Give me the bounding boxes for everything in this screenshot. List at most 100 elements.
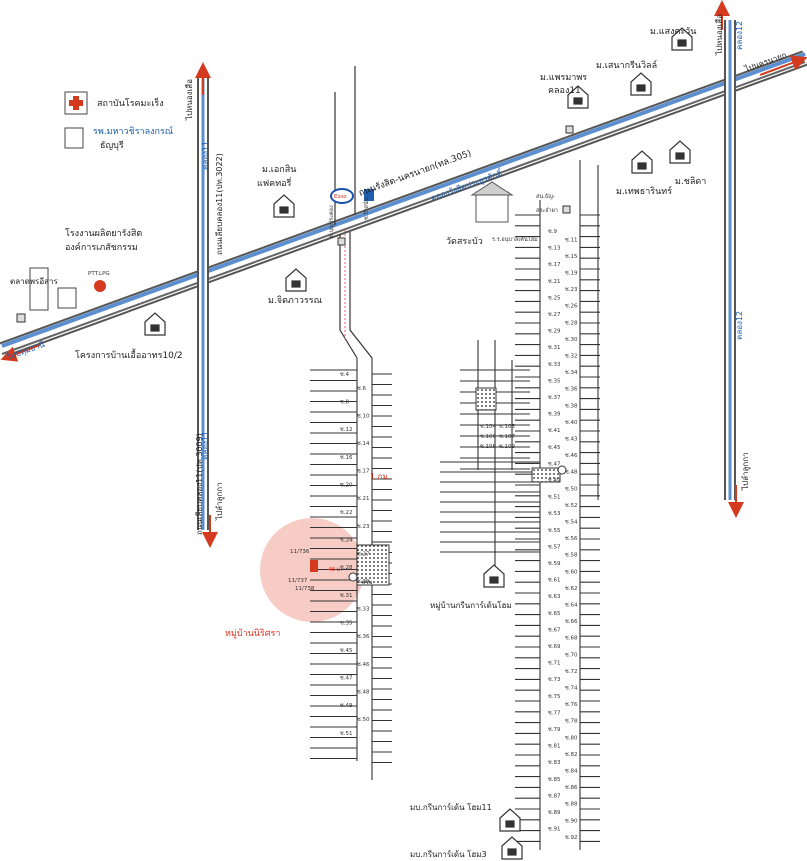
soi-label: ซ.41: [548, 427, 560, 434]
soi-label: ซ.38: [565, 402, 578, 409]
dotted-block-mid: [475, 387, 497, 411]
plot1-label: 11/736: [290, 549, 310, 555]
canal11-lower-label: คลอง11: [201, 431, 210, 460]
soi-label: ซ.16: [340, 454, 353, 461]
jitphawan-label: ม.จิตภาวรรณ: [268, 295, 322, 306]
soi-label: ซ.88: [565, 801, 578, 808]
soi-boonprakong-label: ซ.บุญประคอง: [328, 205, 335, 238]
soi-label: ซ.65: [548, 610, 561, 617]
soi-label: ซ.67: [548, 626, 561, 633]
soi-label: ซ.51: [340, 730, 352, 737]
soi-label: ซ.43: [565, 436, 578, 443]
green-home3-label: มบ.กรีนการ์เด้น โฮม3: [410, 849, 487, 859]
to-lam-luk-ka-right-label: ไปลำลูกกา: [741, 452, 751, 491]
factory2-label: องค์การเภสัชกรรม: [65, 241, 138, 253]
park-block: [356, 544, 390, 586]
soi-label: ซ.34: [565, 369, 578, 376]
soi-label: ซ.55: [548, 527, 561, 534]
soi-label: ซ.84: [565, 768, 578, 775]
soi-label: ซ.47: [340, 675, 353, 682]
soi-label: ซ.45: [340, 647, 353, 654]
soi-label: ซ.46: [357, 661, 370, 668]
house-icon: [273, 194, 295, 218]
soi-label: ซ.82: [565, 751, 577, 758]
soi-label: ซ.27: [357, 550, 370, 557]
soi-boonprakong-road: [334, 66, 373, 359]
soi-bueng-san-label: ซ.บึงสนั่น: [362, 197, 370, 220]
soi-label: ซ.29: [357, 578, 370, 585]
soi-label: ซ.15: [565, 253, 578, 260]
soi-label: ซ.106: [480, 433, 496, 440]
soi-label: ซ.105: [499, 423, 515, 430]
soi-label: ซ.104: [480, 423, 496, 430]
soi-label: ซ.60: [565, 568, 578, 575]
soi-label: ซ.14: [357, 440, 370, 447]
soi-label: ซ.54: [565, 519, 578, 526]
soi-label: ซ.83: [548, 759, 561, 766]
to-nong-suea-label: ไปหนองเสือ: [185, 79, 194, 121]
to-nong-suea-right-label: ไปหนองเสือ: [715, 14, 724, 56]
house-icon: [631, 150, 653, 174]
soi-label: ซ.28: [340, 564, 353, 571]
village-nirisara-label: หมู่บ้านนิริศรา: [225, 628, 280, 639]
house-icon: [285, 268, 307, 292]
soi-label: ซ.23: [565, 286, 578, 293]
chalida-label: ม.ชลิดา: [675, 176, 706, 187]
right-soi-grid: [440, 160, 600, 850]
canal11-lower-road-label: ถนนเลียบคลอง11(ปท.3009): [195, 433, 204, 535]
soi-label: ซ.90: [565, 817, 578, 824]
soi-label: ซ.8: [340, 399, 349, 406]
soi-label: ซ.109: [499, 443, 515, 450]
soi-label: ซ.35: [340, 619, 353, 626]
canal12-lower-label: คลอง12: [735, 311, 744, 340]
police1-label: สน.ธัญ-: [536, 193, 555, 200]
soi-label: ซ.59: [548, 560, 561, 567]
park-label: สวน: [362, 579, 372, 586]
canal-11-road: [195, 62, 218, 548]
soi-label: ซ.36: [565, 386, 578, 393]
soi-label: ซ.9: [548, 228, 557, 235]
soi-label: ซ.36: [357, 633, 370, 640]
soi-label: ซ.63: [548, 593, 561, 600]
soi-label: ซ.68: [565, 635, 578, 642]
soi-label: ซ.73: [548, 676, 561, 683]
esso-label: Esso: [334, 194, 347, 200]
soi-label: ซ.64: [565, 602, 578, 609]
soi-label: ซ.17: [548, 261, 561, 268]
soi-label: ซ.77: [548, 709, 561, 716]
soi-label: ซ.87: [548, 792, 561, 799]
soi-label: ซ.86: [565, 784, 578, 791]
green-home11-label: มบ.กรีนการ์เด้น โฮม11: [410, 802, 492, 812]
soi-label: ซ.53: [548, 510, 561, 517]
to-lam-luk-ka-left-label: ไปลำลูกกา: [215, 482, 225, 521]
hospital-label: รพ.มหาวชิราลงกรณ์: [93, 125, 173, 137]
soi-label: ซ.11: [565, 236, 577, 243]
plot2-label: 11/737: [288, 578, 308, 584]
main-highway: [0, 50, 807, 358]
canal11-upper-label: คลอง11: [201, 141, 210, 170]
soi-label: ซ.58: [565, 552, 578, 559]
soi-label: ซ.29: [548, 328, 561, 335]
soi-label: ซ.79: [548, 726, 561, 733]
soi-label: ซ.27: [548, 311, 561, 318]
soi-label: ซ.85: [548, 776, 561, 783]
east-arrow: [759, 55, 807, 76]
middle-soi-grid: [460, 340, 530, 570]
soi-label: ซ.20: [340, 481, 353, 488]
soi-label: ซ.26: [565, 303, 578, 310]
soi-label: ซ.107: [499, 433, 515, 440]
soi-label: ซ.10: [357, 412, 370, 419]
soi-label: ซ.46: [565, 452, 578, 459]
soi-label: ซ.50: [565, 485, 578, 492]
km-label: 1 กม.: [370, 472, 390, 481]
soi-label: ซ.81: [548, 743, 560, 750]
house-icon: [669, 140, 691, 164]
wat-label: วัดสระบัว: [446, 237, 483, 247]
soi-label: ซ.4: [340, 371, 349, 378]
soi-label: ซ.22: [340, 509, 352, 516]
soi-label: ซ.52: [565, 502, 577, 509]
distance-label: 48 ม.: [328, 567, 342, 573]
soi-label: ซ.66: [565, 618, 578, 625]
soi-label: ซ.49: [548, 477, 561, 484]
